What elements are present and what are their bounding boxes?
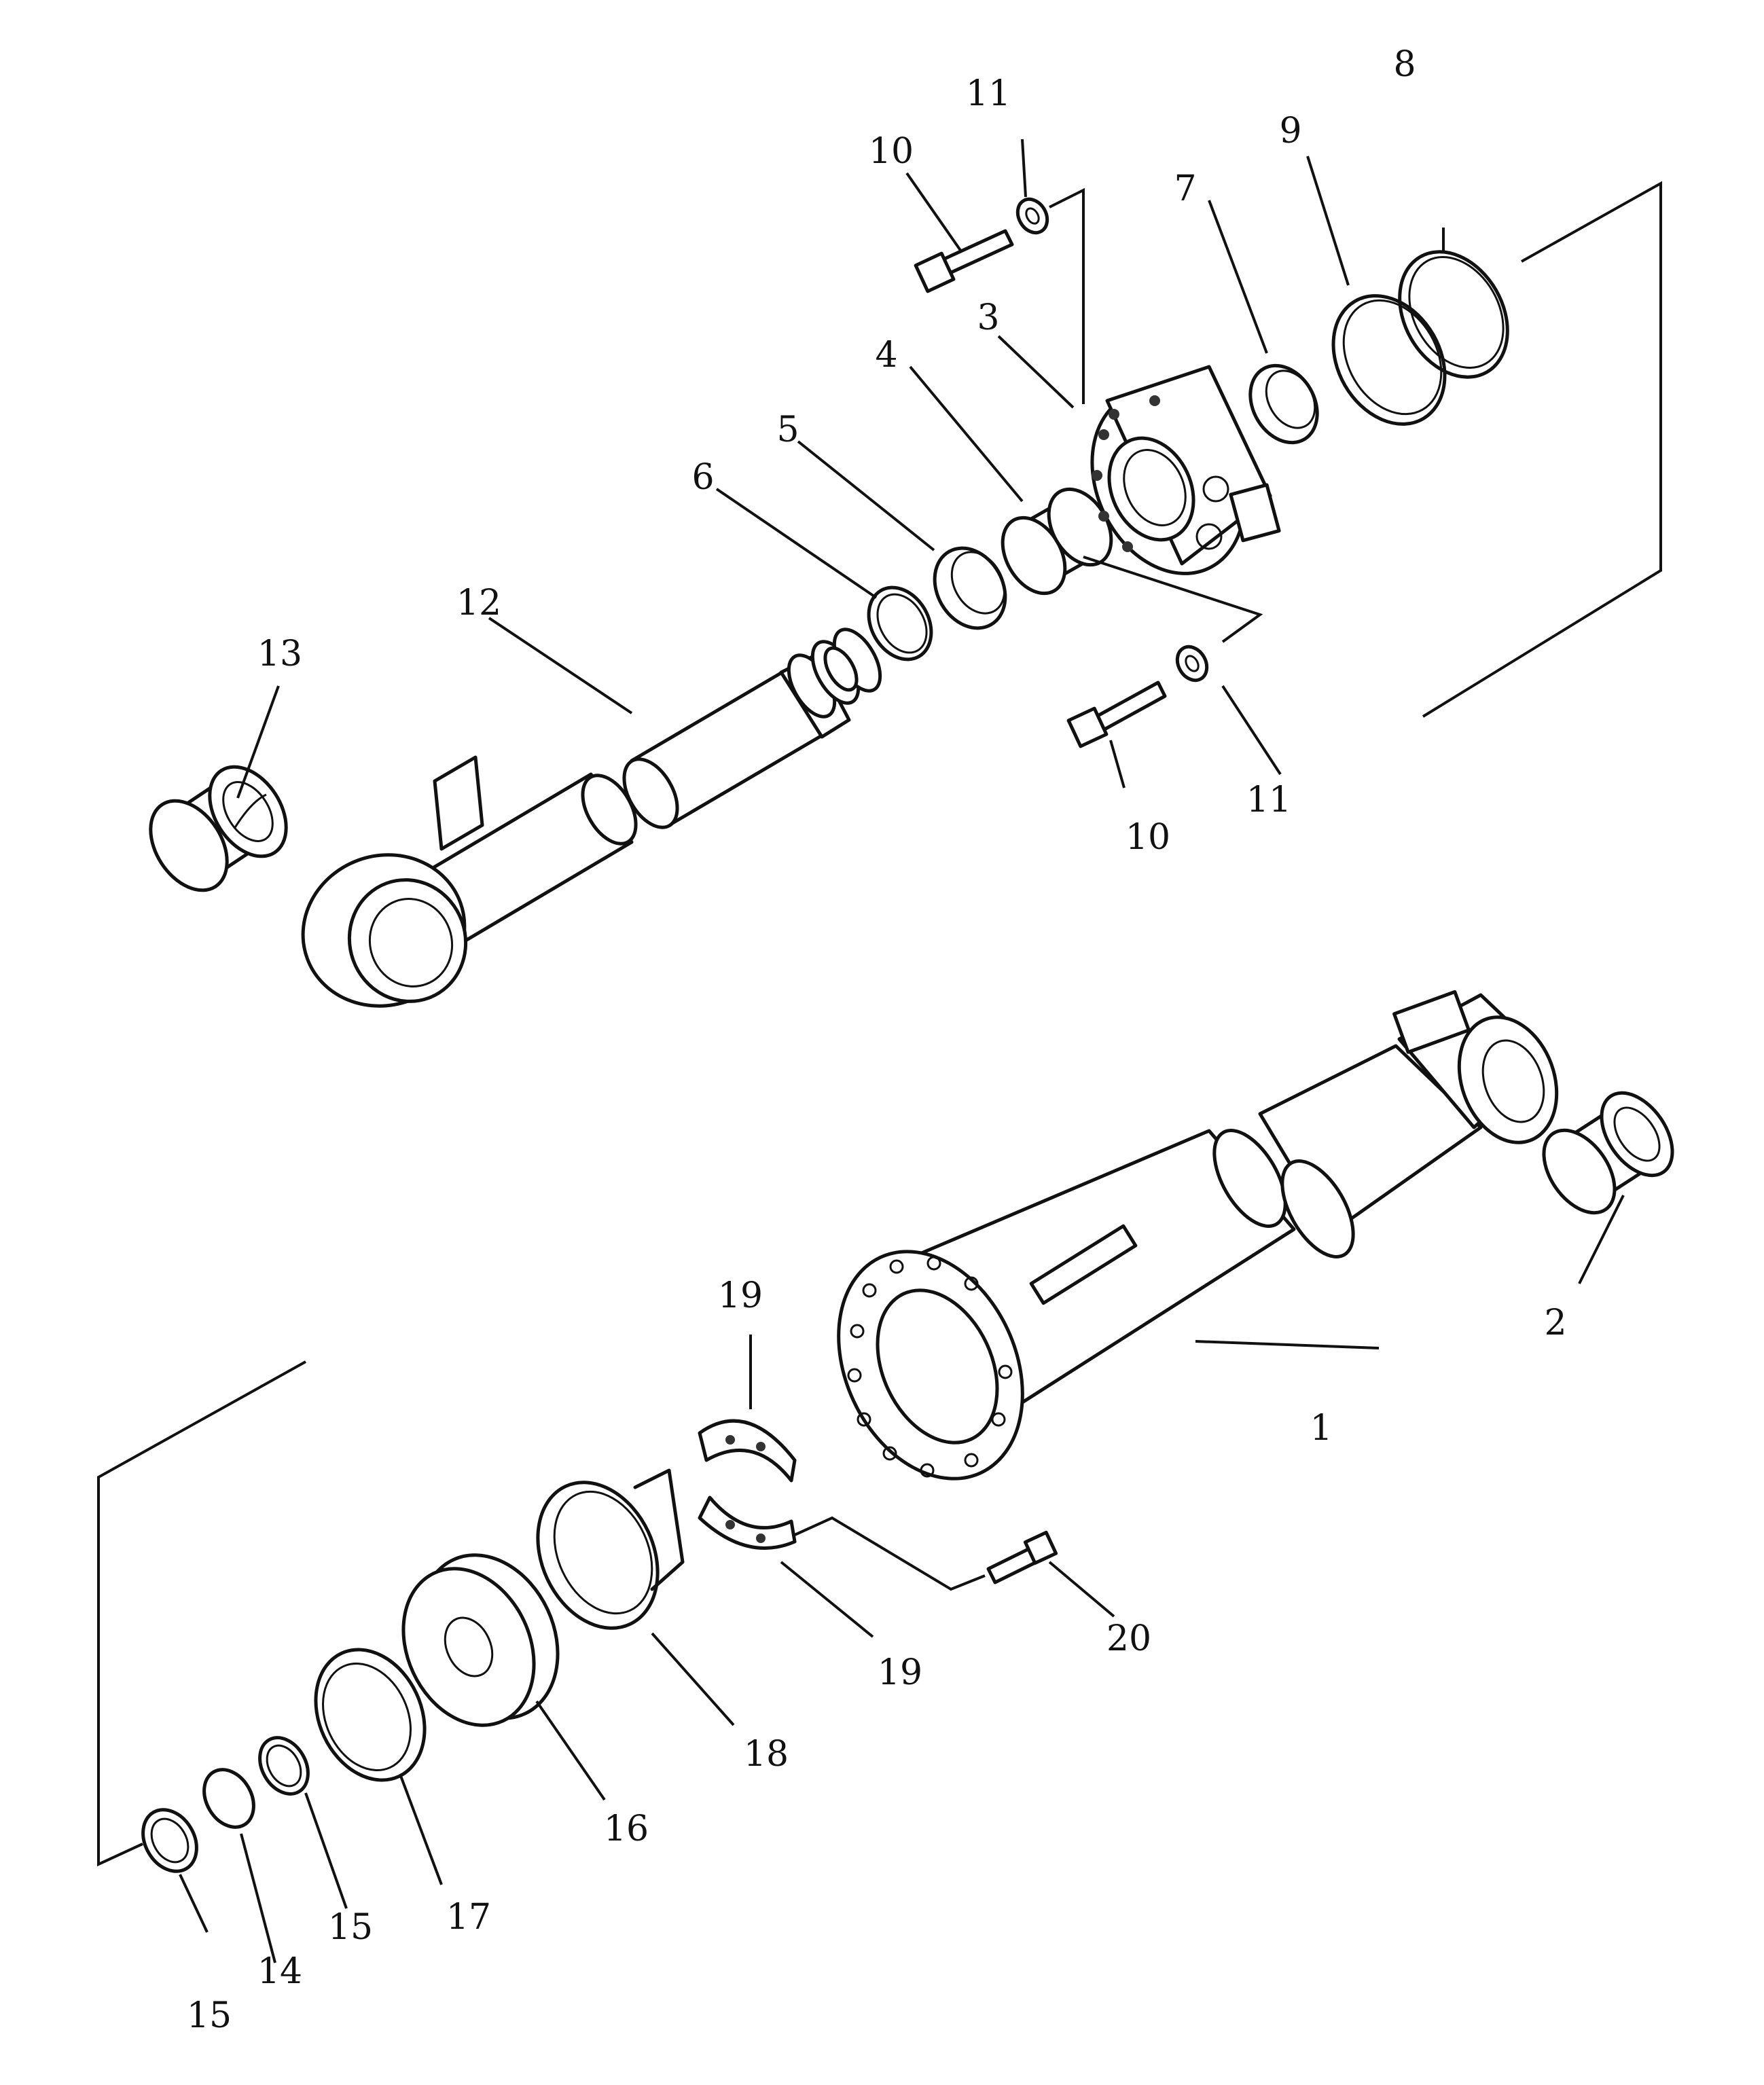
callout-16: 16 [604,1809,649,1849]
bolt-10-top [914,229,1014,293]
piston-16 [401,1553,560,1727]
wear-ring-18 [536,1468,685,1630]
bushing-4 [1001,487,1113,596]
callout-15-lower: 15 [187,1995,232,2036]
washer-11-top [1015,197,1049,235]
callout-11-top: 11 [966,73,1011,114]
ring-15-lower [141,1808,198,1873]
callout-3: 3 [977,297,999,338]
callout-15-upper: 15 [328,1907,373,1948]
callout-10-bottom: 10 [1126,817,1170,858]
callout-5: 5 [776,410,799,450]
snap-ring-6 [867,585,933,661]
bolt-10-bottom [1066,681,1167,748]
callout-19-lower: 19 [878,1652,922,1693]
callout-8: 8 [1393,44,1416,85]
callout-9: 9 [1279,111,1301,151]
callout-2: 2 [1544,1303,1566,1343]
bolt-20 [986,1530,1058,1584]
callout-7: 7 [1174,168,1196,209]
rod-packing-5 [933,546,1007,630]
callout-10-top: 10 [869,131,914,172]
callout-1: 1 [1310,1408,1332,1449]
assembly-bracket-head-bolts [1049,187,1263,643]
callout-14: 14 [257,1951,302,1992]
callout-13: 13 [257,634,302,674]
leader-lines [179,139,1625,1963]
callout-labels: 1 2 3 4 5 6 7 8 9 10 11 10 11 12 13 14 1… [187,44,1567,2036]
callout-19-upper: 19 [718,1275,763,1316]
bushing-2 [1542,1091,1674,1215]
callout-12: 12 [456,583,501,623]
nut-17 [314,1648,427,1782]
backup-ring-9 [1331,294,1447,426]
cylinder-head-3 [1090,365,1281,575]
assembly-bracket-lower-left [97,1360,306,1867]
o-ring-8 [1398,250,1509,379]
dust-seal-7 [1248,363,1319,445]
piston-rod-12 [301,628,882,1008]
washer-11-bottom [1175,645,1209,683]
callout-11-bottom: 11 [1246,780,1291,820]
callout-4: 4 [875,335,897,376]
assembly-bracket-split-ring-bolt [794,1516,986,1591]
ring-15-upper [258,1736,310,1796]
cylinder-tube-1 [837,990,1559,1481]
split-ring-19-lower [698,1495,797,1550]
callout-18: 18 [744,1734,789,1775]
callout-6: 6 [691,457,714,498]
bushing-13 [149,765,288,892]
assembly-bracket-upper-right [1422,181,1662,718]
callout-17: 17 [446,1897,491,1938]
ring-14 [202,1768,255,1829]
split-ring-19-upper [698,1419,797,1483]
callout-20: 20 [1106,1618,1151,1659]
